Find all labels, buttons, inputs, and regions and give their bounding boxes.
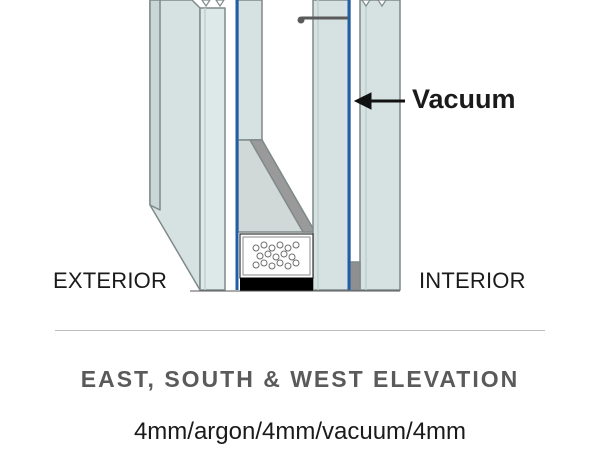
- glazing-spec: 4mm/argon/4mm/vacuum/4mm: [133, 418, 467, 445]
- window-cross-section-diagram: [149, 0, 405, 292]
- elevation-title: EAST, SOUTH & WEST ELEVATION: [80, 366, 520, 392]
- vacuum-label: Vacuum: [412, 84, 516, 114]
- desiccant-beads: [252, 241, 300, 270]
- interior-glass-pane: [359, 0, 401, 291]
- sealant-strip: [240, 278, 313, 291]
- divider: [55, 330, 545, 331]
- vacuum-arrow: [353, 92, 405, 110]
- exterior-label: EXTERIOR: [53, 268, 168, 293]
- interior-label: INTERIOR: [419, 268, 526, 293]
- exterior-glass-pane-face: [199, 7, 226, 291]
- middle-glass-pane-back: [237, 0, 263, 141]
